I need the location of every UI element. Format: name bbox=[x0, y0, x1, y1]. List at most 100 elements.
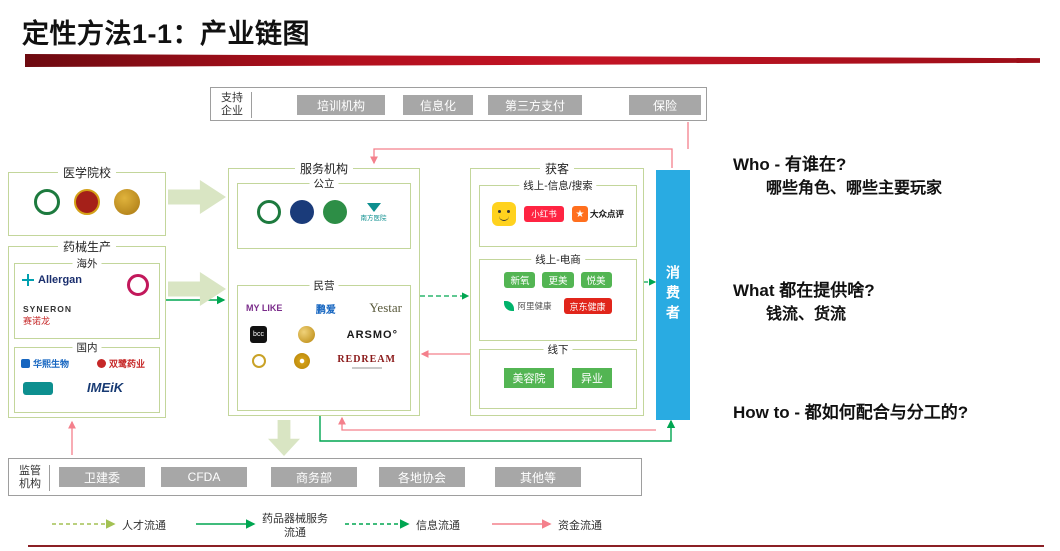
legend-capital-label: 资金流通 bbox=[558, 520, 602, 532]
regulator-label-line2: 机构 bbox=[19, 478, 41, 490]
domestic-box: 国内 华熙生物 双鹭药业 IMEiK bbox=[14, 340, 160, 413]
medical-schools-box: 医学院校 bbox=[8, 164, 166, 236]
arrow-production-to-service bbox=[168, 272, 226, 306]
allergan-snowflake-icon bbox=[22, 274, 34, 286]
online-info-box: 线上-信息/搜索 小红书 ★ 大众点评 bbox=[479, 178, 637, 247]
gold-flower-logo-icon bbox=[293, 353, 310, 369]
production-label: 药械生产 bbox=[57, 238, 117, 255]
huaxi-icon bbox=[21, 359, 30, 368]
node-ministry-of-commerce: 商务部 bbox=[271, 467, 357, 487]
node-others: 其他等 bbox=[495, 467, 581, 487]
node-cross-industry: 异业 bbox=[572, 368, 612, 388]
logo-redream: REDREAM bbox=[337, 353, 396, 365]
gold-badge-logo-icon bbox=[252, 354, 266, 368]
node-insurance: 保险 bbox=[629, 95, 701, 115]
domestic-logo-3-icon bbox=[23, 382, 53, 395]
annotation-who-line1: Who - 有谁在? bbox=[733, 155, 847, 174]
support-label-line2: 企业 bbox=[221, 105, 243, 117]
legend-info-label: 信息流通 bbox=[416, 520, 460, 532]
logo-xiaohongshu: 小红书 bbox=[523, 206, 564, 222]
overseas-label: 海外 bbox=[72, 256, 102, 271]
logo-huaxi: 华熙生物 bbox=[33, 359, 70, 369]
node-beauty-salon: 美容院 bbox=[504, 368, 554, 388]
offline-label: 线下 bbox=[543, 342, 573, 357]
support-enterprises-box: 支持 企业 培训机构 信息化 第三方支付 保险 bbox=[210, 87, 707, 121]
page-title: 定性方法1-1：产业链图 bbox=[22, 19, 311, 49]
node-soyoung: 新氧 bbox=[504, 272, 536, 288]
public-hospitals-box: 公立 南方医院 bbox=[237, 176, 411, 249]
dianping-star-icon: ★ bbox=[571, 206, 588, 222]
legend-goods-label: 药品器械服务 bbox=[262, 513, 328, 525]
logo-syneron-cn: 赛诺龙 bbox=[23, 316, 51, 326]
annotation-what-line2: 钱流、货流 bbox=[766, 306, 847, 323]
service-institutions-box: 服务机构 公立 南方医院 民营 MY LIKE 鹏爱 Yestar bcc bbox=[228, 160, 420, 416]
node-informatization: 信息化 bbox=[403, 95, 473, 115]
node-training-institutions: 培训机构 bbox=[297, 95, 385, 115]
overseas-box: 海外 Allergan SYNERON 赛诺龙 bbox=[14, 256, 160, 339]
logo-dianping-block: ★ 大众点评 bbox=[571, 206, 624, 222]
logo-lg-icon bbox=[127, 274, 149, 296]
arrow-service-to-regulator bbox=[268, 420, 300, 456]
logo-redream-block: REDREAM bbox=[337, 354, 396, 369]
service-institutions-label: 服务机构 bbox=[294, 160, 354, 177]
logo-nanfang: 南方医院 bbox=[360, 214, 387, 222]
gold-swirl-logo-icon bbox=[298, 326, 316, 343]
logo-syneron-en: SYNERON bbox=[23, 304, 73, 314]
offline-box: 线下 美容院 异业 bbox=[479, 342, 637, 409]
node-yuemei: 悦美 bbox=[580, 272, 612, 288]
domestic-label: 国内 bbox=[72, 340, 102, 355]
nanfang-mark-icon bbox=[366, 202, 381, 212]
acquisition-label: 获客 bbox=[539, 160, 575, 177]
support-label-line1: 支持 bbox=[221, 92, 243, 104]
logo-shuanglu: 双鹭药业 bbox=[109, 359, 146, 369]
online-ecom-label: 线上-电商 bbox=[531, 252, 585, 267]
logo-jdhealth: 京东健康 bbox=[563, 298, 612, 314]
public-hospital-logo-3-icon bbox=[322, 200, 347, 224]
soyoung-app-icon bbox=[491, 202, 516, 226]
medical-school-logo-2-icon bbox=[74, 189, 100, 215]
title-underline-bar bbox=[25, 54, 1040, 67]
logo-yestar: Yestar bbox=[369, 300, 402, 315]
redream-caption-line bbox=[351, 366, 382, 369]
goods-flow-service-to-consumer bbox=[319, 416, 676, 442]
private-label: 民营 bbox=[309, 278, 339, 293]
annotation-how-line1: How to - 都如何配合与分工的? bbox=[733, 403, 969, 422]
public-hospital-logo-4: 南方医院 bbox=[356, 202, 392, 222]
alihealth-leaf-icon bbox=[504, 301, 515, 311]
logo-alihealth: 阿里健康 bbox=[517, 301, 552, 311]
private-clinics-box: 民营 MY LIKE 鹏爱 Yestar bcc ARSMO° REDREAM bbox=[237, 278, 411, 411]
bottom-divider-line bbox=[28, 545, 1044, 547]
arrow-schools-to-service bbox=[168, 180, 226, 214]
node-gengmei: 更美 bbox=[542, 272, 574, 288]
acquisition-box: 获客 线上-信息/搜索 小红书 ★ 大众点评 线上-电商 新氧 更美 悦美 bbox=[470, 160, 644, 416]
logo-mylike: MY LIKE bbox=[246, 303, 283, 313]
logo-imeik: IMEiK bbox=[87, 380, 124, 395]
capital-flow-bottom bbox=[338, 416, 656, 431]
node-health-commission: 卫建委 bbox=[59, 467, 145, 487]
node-cfda: CFDA bbox=[161, 467, 247, 487]
logo-alihealth-block: 阿里健康 bbox=[504, 300, 552, 312]
node-third-party-payment: 第三方支付 bbox=[488, 95, 582, 115]
medical-school-logo-3-icon bbox=[114, 189, 140, 215]
annotation-what-line1: What 都在提供啥? bbox=[733, 281, 875, 300]
shuanglu-icon bbox=[97, 359, 106, 368]
production-box: 药械生产 海外 Allergan SYNERON 赛诺龙 国内 华熙生物 双鹭药… bbox=[8, 238, 166, 418]
public-label: 公立 bbox=[309, 176, 339, 191]
online-info-label: 线上-信息/搜索 bbox=[519, 178, 597, 193]
support-box-label: 支持 企业 bbox=[221, 92, 252, 118]
medical-school-logo-1-icon bbox=[34, 189, 60, 215]
logo-dianping: 大众点评 bbox=[589, 209, 624, 219]
online-ecom-box: 线上-电商 新氧 更美 悦美 阿里健康 京东健康 bbox=[479, 252, 637, 341]
legend-talent-label: 人才流通 bbox=[122, 520, 166, 532]
legend-goods-label-line2: 流通 bbox=[284, 527, 306, 539]
regulator-label-line1: 监管 bbox=[19, 465, 41, 477]
node-local-associations: 各地协会 bbox=[379, 467, 465, 487]
medical-schools-label: 医学院校 bbox=[57, 164, 117, 181]
logo-allergan: Allergan bbox=[38, 274, 83, 286]
logo-pengai: 鹏爱 bbox=[315, 304, 336, 316]
annotation-who-line2: 哪些角色、哪些主要玩家 bbox=[766, 180, 943, 197]
consumer-bar: 消费者 bbox=[656, 170, 690, 420]
regulator-box: 监管 机构 卫建委 CFDA 商务部 各地协会 其他等 bbox=[8, 458, 642, 496]
logo-bcc: bcc bbox=[250, 326, 267, 343]
